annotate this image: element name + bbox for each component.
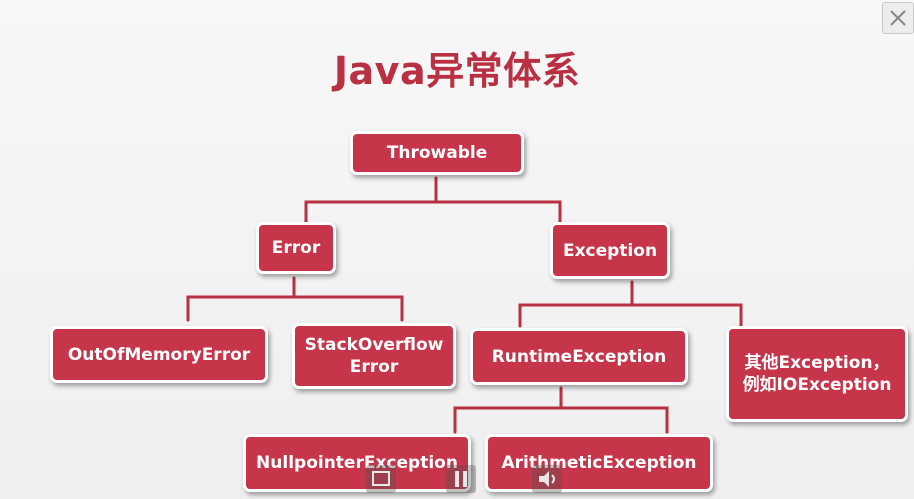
node-label: Exception xyxy=(562,240,658,261)
node-label: Error xyxy=(271,238,321,258)
node-label: Throwable xyxy=(386,143,488,163)
node-label: OutOfMemoryError xyxy=(67,344,251,365)
node-error: Error xyxy=(256,222,336,274)
connector-runtime xyxy=(453,386,669,434)
node-label: NullpointerException xyxy=(256,453,458,473)
connector-error xyxy=(186,276,404,322)
node-label-line2: 例如IOException xyxy=(742,375,892,395)
node-out-of-memory-error: OutOfMemoryError xyxy=(50,326,268,383)
node-runtime-exception: RuntimeException xyxy=(470,328,688,385)
node-throwable: Throwable xyxy=(350,131,524,175)
connector-throwable xyxy=(304,176,562,224)
node-exception: Exception xyxy=(550,222,670,279)
node-label: RuntimeException xyxy=(491,346,667,367)
close-button[interactable] xyxy=(882,2,914,34)
screen-icon xyxy=(372,471,390,486)
node-stack-overflow-error: StackOverflow Error xyxy=(292,323,456,389)
slide-title: Java异常体系 xyxy=(333,49,581,93)
screen-button[interactable] xyxy=(366,465,396,493)
node-label-line1: StackOverflow xyxy=(304,335,444,355)
connector-exception xyxy=(518,280,743,328)
node-arithmetic-exception: ArithmeticException xyxy=(485,434,713,492)
close-icon xyxy=(890,10,906,26)
pause-button[interactable] xyxy=(446,465,476,493)
node-label: ArithmeticException xyxy=(501,453,697,473)
node-label-line1: 其他Exception， xyxy=(744,353,890,373)
node-nullpointer-exception: NullpointerException xyxy=(243,434,471,492)
node-other-exception: 其他Exception， 例如IOException xyxy=(726,326,908,422)
volume-icon xyxy=(539,471,555,487)
volume-button[interactable] xyxy=(532,465,562,493)
node-label-line2: Error xyxy=(349,357,399,377)
pause-icon xyxy=(455,471,467,487)
